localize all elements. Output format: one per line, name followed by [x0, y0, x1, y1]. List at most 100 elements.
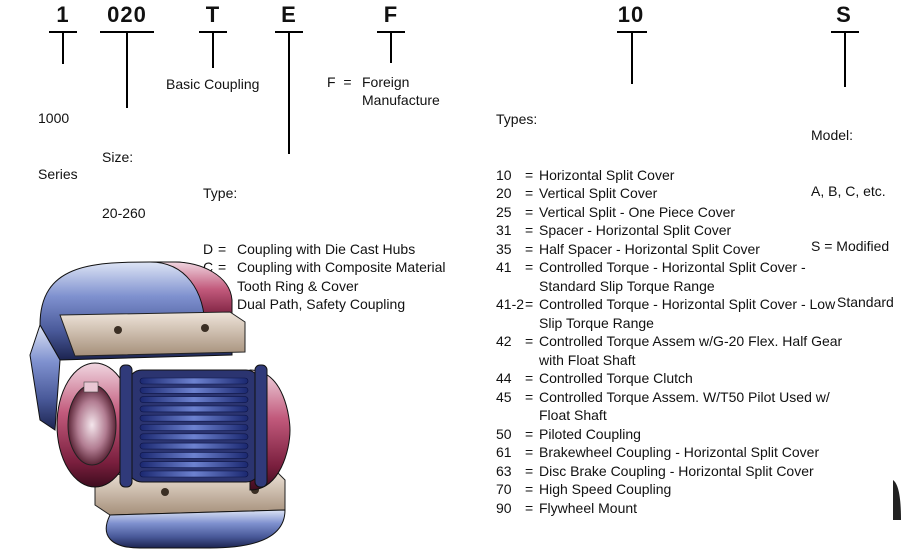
type-item-equals: =	[218, 240, 227, 257]
types-item-equals: =	[525, 499, 534, 516]
types-item-text: with Float Shaft	[539, 351, 636, 368]
types-item-code: 61	[496, 444, 512, 460]
types-list: 10 = Horizontal Split Cover 20 = Vertical Spl…	[496, 166, 896, 518]
types-item-text: Disc Brake Coupling - Horizontal Split C…	[539, 462, 814, 479]
types-item-text: Controlled Torque Clutch	[539, 370, 693, 386]
types-item-row: 45 = Controlled Torque Assem. W/T50 Pilot …	[496, 388, 896, 407]
bracket-types-stem	[631, 31, 633, 84]
types-item-row: 44 = Controlled Torque Clutch	[496, 369, 896, 388]
types-item-text: Controlled Torque - Horizontal Split Cov…	[539, 296, 836, 312]
grid-coil	[139, 433, 249, 441]
coupling-left-hub	[56, 362, 134, 488]
type-heading: Type:	[203, 185, 238, 201]
code-foreign: F	[383, 2, 399, 27]
types-item-row: 41 = Controlled Torque - Horizontal Split …	[496, 258, 896, 277]
grid-coil	[139, 386, 249, 394]
types-item-code: 44	[496, 370, 512, 386]
types-item-text: Controlled Torque - Horizontal Split Cov…	[539, 259, 806, 275]
grid-coil	[139, 396, 249, 403]
model-line2: A, B, C, etc.	[811, 182, 886, 199]
types-item-row: 63 = Disc Brake Coupling - Horizontal Spli…	[496, 462, 896, 481]
code-series: 1	[56, 2, 70, 27]
types-item-code: 31	[496, 222, 512, 238]
basic-coupling-label: Basic Coupling	[166, 76, 260, 92]
types-heading: Types:	[496, 111, 538, 127]
bracket-model-stem	[844, 31, 846, 87]
types-item-text: Horizontal Split Cover	[539, 166, 675, 183]
code-types: 10	[617, 2, 645, 27]
types-item-code: 45	[496, 388, 512, 405]
type-item-text: Coupling with Composite Material	[237, 259, 446, 275]
types-item-code: 63	[496, 462, 512, 479]
bracket-basic-stem	[212, 31, 214, 68]
types-item-row: 70=High Speed Coupling	[496, 480, 896, 499]
types-item-row: 41-2=Controlled Torque - Horizontal Spli…	[496, 295, 896, 314]
types-item-code: 50	[496, 425, 512, 442]
types-item-row: 61 = Brakewheel Coupling - Horizontal Spli…	[496, 443, 896, 462]
edge-fragment	[893, 480, 901, 520]
types-item-row: 10 = Horizontal Split Cover	[496, 166, 896, 185]
types-item-code: 35	[496, 240, 512, 257]
types-item-equals: =	[525, 370, 534, 386]
types-item-row: Slip Torque Range	[496, 314, 896, 333]
types-item-equals: =	[525, 462, 534, 479]
types-item-equals: =	[525, 296, 534, 312]
types-item-code: 70	[496, 481, 512, 497]
model-line3: S = Modified	[811, 238, 890, 254]
foreign-line1: Foreign	[362, 74, 410, 90]
types-item-equals: =	[525, 388, 534, 405]
types-item-row: Standard Slip Torque Range	[496, 277, 896, 296]
types-item-equals: =	[525, 185, 534, 201]
types-item-row: 20 = Vertical Split Cover	[496, 184, 896, 203]
types-item-text: Piloted Coupling	[539, 425, 641, 442]
code-model: S	[836, 2, 852, 27]
types-item-equals: =	[525, 425, 534, 442]
types-item-equals: =	[525, 481, 534, 497]
types-item-text: Vertical Split Cover	[539, 185, 658, 201]
grid-coil	[139, 414, 249, 422]
code-type: E	[281, 2, 297, 27]
type-item-row: C=Coupling with Composite Material	[203, 258, 483, 277]
coupling-grid-spring	[127, 369, 261, 483]
types-item-text: Float Shaft	[539, 407, 607, 423]
types-item-equals: =	[525, 222, 534, 238]
code-basic: T	[205, 2, 221, 27]
model-line4: Standard	[837, 293, 894, 310]
type-item-text: Coupling with Die Cast Hubs	[237, 240, 416, 257]
foreign-label: F = Foreign Manufacture	[327, 73, 457, 113]
types-item-equals: =	[525, 166, 534, 183]
types-item-text: Spacer - Horizontal Split Cover	[539, 222, 732, 238]
types-item-equals: =	[525, 333, 534, 349]
types-item-equals: =	[525, 444, 534, 460]
types-item-text: Half Spacer - Horizontal Split Cover	[539, 240, 760, 257]
size-line1: Size:	[102, 149, 134, 165]
types-item-text: Vertical Split - One Piece Cover	[539, 203, 736, 220]
types-item-row: Float Shaft	[496, 406, 896, 425]
series-line1: 1000	[38, 110, 70, 126]
types-item-text: Controlled Torque Assem. W/T50 Pilot Use…	[539, 388, 830, 405]
bracket-series-stem	[62, 31, 64, 64]
grid-coil	[139, 442, 249, 450]
type-item-equals: =	[218, 259, 227, 275]
types-item-code: 41	[496, 259, 512, 275]
types-item-code: 10	[496, 166, 512, 183]
grid-coil	[139, 470, 249, 478]
types-item-text: Brakewheel Coupling - Horizontal Split C…	[539, 444, 820, 460]
bracket-type-stem	[288, 31, 290, 154]
types-item-code: 20	[496, 185, 512, 201]
foreign-prefix: F =	[327, 74, 352, 90]
model-block: Model: A, B, C, etc. S = Modified Standa…	[811, 89, 901, 330]
model-line1: Model:	[811, 127, 854, 143]
coupling-grid-rim	[119, 364, 268, 488]
size-label: Size: 20-260	[102, 111, 146, 241]
bracket-foreign-stem	[390, 31, 392, 63]
coupling-upper-cover	[29, 261, 246, 431]
types-item-equals: =	[525, 240, 534, 257]
types-item-equals: =	[525, 259, 534, 275]
types-item-row: 90=Flywheel Mount	[496, 499, 896, 518]
types-item-code: 42	[496, 333, 512, 349]
types-item-code: 90	[496, 499, 512, 516]
grid-coil	[139, 452, 249, 459]
types-item-row: 50 = Piloted Coupling	[496, 425, 896, 444]
